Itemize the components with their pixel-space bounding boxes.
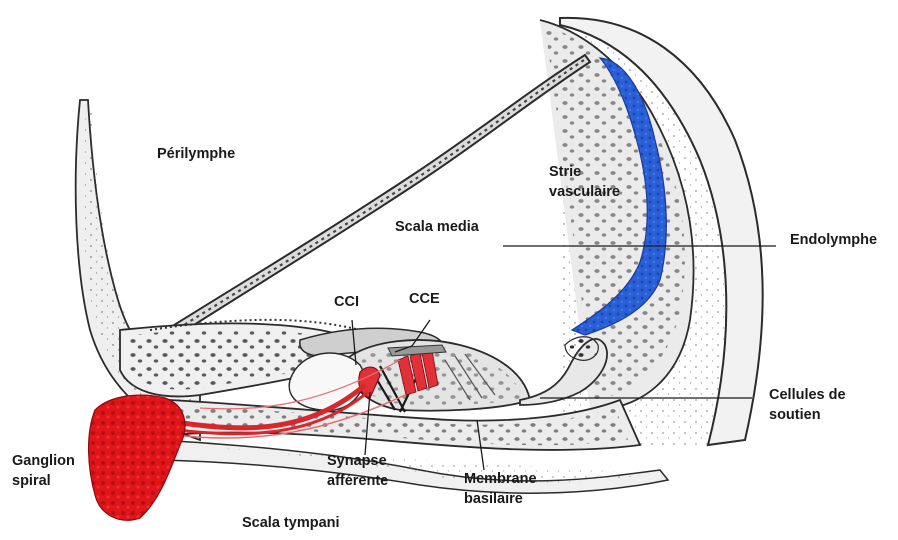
label-text: vasculaire (549, 183, 620, 203)
label-endolymphe: Endolymphe (790, 231, 877, 251)
label-synapse-afferente: Synapse afférente (327, 452, 388, 491)
label-text: afférente (327, 472, 388, 492)
label-text: Périlymphe (157, 145, 235, 165)
spiral-ganglion (89, 395, 185, 520)
label-text: Membrane (464, 470, 537, 490)
label-text: Cellules de (769, 386, 846, 406)
label-text: Strie (549, 163, 620, 183)
label-perilymphe: Périlymphe (157, 145, 235, 165)
label-strie-vasculaire: Strie vasculaire (549, 163, 620, 202)
label-cellules-de-soutien: Cellules de soutien (769, 386, 846, 425)
label-text: soutien (769, 406, 846, 426)
label-ganglion-spiral: Ganglion spiral (12, 452, 75, 491)
label-text: CCE (409, 290, 440, 310)
label-text: Ganglion (12, 452, 75, 472)
label-text: Endolymphe (790, 231, 877, 251)
label-text: spiral (12, 472, 75, 492)
label-text: Synapse (327, 452, 388, 472)
label-scala-media: Scala media (395, 218, 479, 238)
label-scala-tympani: Scala tympani (242, 514, 340, 534)
label-text: Scala media (395, 218, 479, 238)
label-cci: CCI (334, 293, 359, 313)
label-cce: CCE (409, 290, 440, 310)
label-text: Scala tympani (242, 514, 340, 534)
label-membrane-basilaire: Membrane basilaire (464, 470, 537, 509)
label-text: CCI (334, 293, 359, 313)
label-text: basilaire (464, 490, 537, 510)
